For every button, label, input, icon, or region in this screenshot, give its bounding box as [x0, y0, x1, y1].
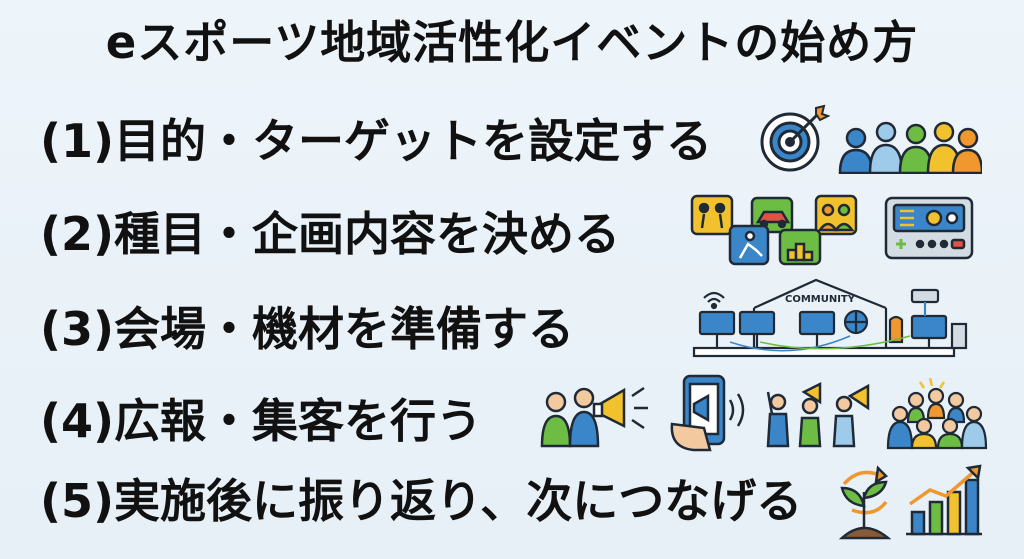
growing-sprout-icon — [838, 465, 892, 540]
venue-sign-text: COMMUNITY — [785, 294, 856, 305]
growth-bar-chart-icon — [906, 464, 982, 536]
step-1-label: (1)目的・ターゲットを設定する — [40, 114, 713, 168]
smartphone-megaphone-icon — [670, 374, 745, 452]
target-icon — [760, 104, 830, 172]
community-venue-network-icon: COMMUNITY — [692, 278, 968, 358]
group-of-people-icon — [838, 121, 982, 174]
people-megaphone-icon — [540, 386, 648, 448]
event-category-tiles-icon — [690, 194, 858, 266]
cheering-people-icon — [766, 381, 870, 448]
step-5-label: (5)実施後に振り返り、次につなげる — [40, 474, 803, 528]
game-console-panel-icon — [884, 196, 974, 260]
step-3-label: (3)会場・機材を準備する — [40, 302, 575, 356]
page-title: eスポーツ地域活性化イベントの始め方 — [105, 16, 919, 69]
crowd-icon — [886, 377, 988, 450]
step-4-label: (4)広報・集客を行う — [40, 394, 483, 448]
step-2-label: (2)種目・企画内容を決める — [40, 207, 621, 261]
